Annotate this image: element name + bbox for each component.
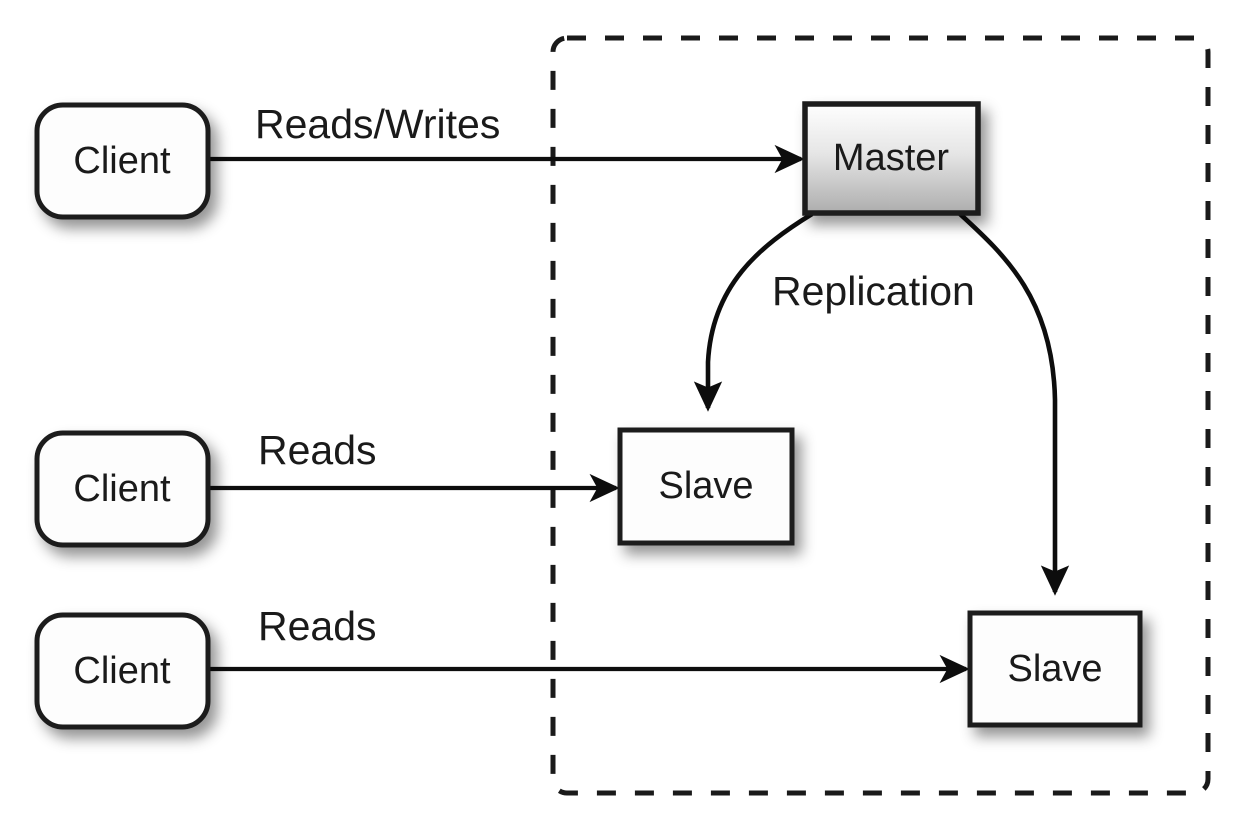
client-1-label: Client	[73, 140, 171, 182]
database-cluster-boundary	[550, 35, 1211, 796]
node-slave-1[interactable]: Slave	[617, 427, 795, 546]
client-2-label: Client	[73, 468, 171, 510]
slave-1-box[interactable]	[617, 427, 795, 546]
client-2-box[interactable]	[34, 430, 211, 548]
edge-label-reads-1: Reads	[258, 427, 377, 473]
master-box[interactable]	[802, 101, 981, 216]
node-master[interactable]: Master	[802, 101, 981, 216]
node-client-1[interactable]: Client	[34, 102, 211, 220]
edge-master-slave2	[958, 212, 1070, 596]
slave-2-box[interactable]	[967, 610, 1143, 728]
client-3-label: Client	[73, 650, 171, 692]
edge-label-reads-writes: Reads/Writes	[255, 101, 500, 147]
edge-master-slave1	[693, 212, 814, 412]
edge-label-reads-2: Reads	[258, 603, 377, 649]
master-label: Master	[833, 137, 949, 179]
node-client-3[interactable]: Client	[34, 612, 211, 730]
slave-2-label: Slave	[1007, 648, 1102, 690]
client-1-box[interactable]	[34, 102, 211, 220]
client-3-box[interactable]	[34, 612, 211, 730]
edge-label-replication: Replication	[772, 268, 975, 314]
slave-1-label: Slave	[658, 465, 753, 507]
node-client-2[interactable]: Client	[34, 430, 211, 548]
node-slave-2[interactable]: Slave	[967, 610, 1143, 728]
